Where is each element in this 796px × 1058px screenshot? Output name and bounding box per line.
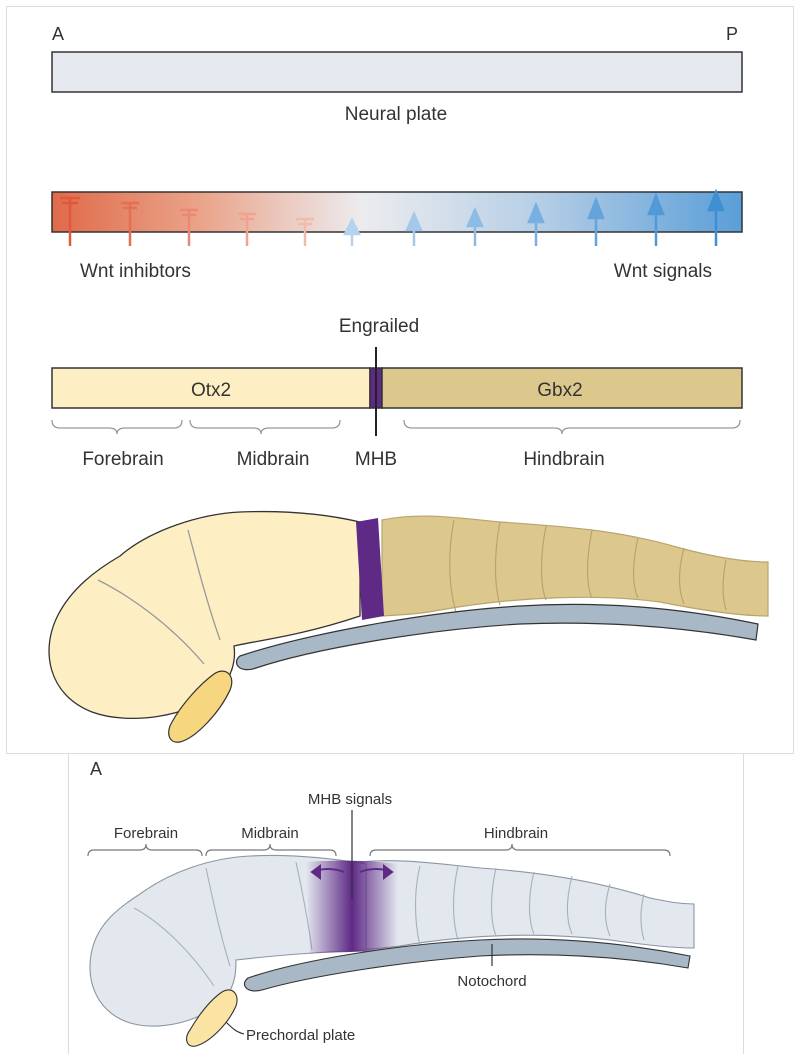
hindbrain-label: Hindbrain: [523, 449, 604, 470]
forebrain-brace: [52, 420, 182, 434]
posterior-label: P: [726, 24, 738, 44]
prechordal-plate-label: Prechordal plate: [246, 1027, 355, 1044]
bottom-braces: [88, 844, 670, 856]
wnt-gradient-bar: [52, 192, 742, 232]
forebrain-label: Forebrain: [82, 449, 163, 470]
notochord-label: Notochord: [457, 973, 526, 990]
anterior-label: A: [52, 24, 64, 44]
hindbrain-tube: [382, 516, 768, 616]
wnt-inhibitors-label: Wnt inhibtors: [80, 261, 191, 282]
grey-hindbrain-tube: [360, 861, 694, 950]
bottom-midbrain-brace: [206, 844, 336, 856]
grey-embryo: [90, 810, 694, 1046]
bottom-midbrain-label: Midbrain: [241, 825, 299, 842]
gbx2-label: Gbx2: [537, 380, 582, 401]
neural-plate-label: Neural plate: [345, 104, 447, 125]
wnt-signals-label: Wnt signals: [614, 261, 712, 282]
otx2-label: Otx2: [191, 380, 231, 401]
mhb-label: MHB: [355, 449, 397, 470]
bottom-hindbrain-label: Hindbrain: [484, 825, 548, 842]
bottom-panel-letter: A: [90, 759, 102, 779]
mhb-signals-label: MHB signals: [308, 791, 392, 808]
neural-plate-bar: [52, 52, 742, 92]
prechordal-pointer: [226, 1022, 244, 1034]
bottom-forebrain-brace: [88, 844, 202, 856]
region-braces: [52, 420, 740, 434]
bottom-forebrain-label: Forebrain: [114, 825, 178, 842]
engrailed-label: Engrailed: [339, 316, 419, 337]
midbrain-brace: [190, 420, 340, 434]
bottom-hindbrain-brace: [370, 844, 670, 856]
hindbrain-brace: [404, 420, 740, 434]
colored-embryo: [49, 512, 768, 743]
midbrain-label: Midbrain: [237, 449, 310, 470]
